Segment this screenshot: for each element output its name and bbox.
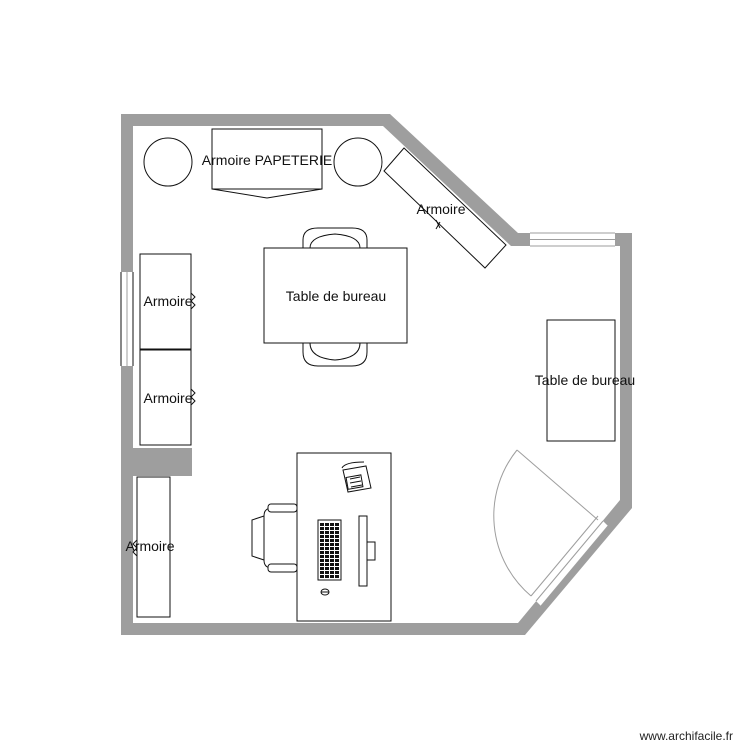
keyboard-key [325,543,329,546]
armoire-diagonal-label: Armoire [416,201,465,217]
keyboard-key [325,575,329,578]
keyboard-key [335,547,339,550]
keyboard-key [335,551,339,554]
keyboard-key [320,551,324,554]
keyboard-key [320,543,324,546]
keyboard-key [330,527,334,530]
keyboard-key [335,567,339,570]
keyboard-key [330,555,334,558]
monitor-icon [358,515,376,587]
window-left [120,272,134,366]
door [493,449,609,607]
armoire-diagonal: Armoire [383,147,507,269]
window-right [530,232,615,247]
keyboard-key [330,551,334,554]
keyboard-key [335,527,339,530]
keyboard-key [335,535,339,538]
keyboard-key [320,523,324,526]
keyboard-key [335,563,339,566]
keyboard-key [330,563,334,566]
keyboard-key [325,539,329,542]
chair-top [302,227,368,248]
keyboard-key [320,539,324,542]
keyboard-key [330,539,334,542]
keyboard-key [325,527,329,530]
keyboard-key [335,543,339,546]
keyboard-key [335,559,339,562]
office-chair [263,507,297,569]
walls [120,114,632,635]
mouse-icon [320,588,330,596]
keyboard-key [335,539,339,542]
armoire-left-mid: Armoire [139,349,196,446]
telephone-icon [341,461,372,493]
table-center-label: Table de bureau [286,288,386,304]
keyboard-key [330,575,334,578]
armoire-left-top-label: Armoire [143,293,192,309]
keyboard-key [335,555,339,558]
keyboard-key [320,555,324,558]
armoire-left-top: Armoire [139,253,196,350]
armoire-papeterie: Armoire PAPETERIE [202,128,332,199]
keyboard-key [335,523,339,526]
keyboard-key [330,571,334,574]
keyboard-key [335,575,339,578]
keyboard-key [325,551,329,554]
watermark: www.archifacile.fr [639,729,733,743]
armoire-left-bottom: Armoire [125,476,175,618]
keyboard-key [325,531,329,534]
armoire-left-mid-label: Armoire [143,390,192,406]
armoire-papeterie-label: Armoire PAPETERIE [202,152,332,168]
keyboard-key [330,567,334,570]
keyboard-key [320,535,324,538]
keyboard-key [325,547,329,550]
keyboard-icon [317,519,342,581]
chair-bottom [302,343,368,367]
wall-stub [133,448,192,476]
keyboard-key [320,547,324,550]
keyboard-key [330,559,334,562]
keyboard-key [325,535,329,538]
keyboard-key [320,527,324,530]
keyboard-key [320,575,324,578]
keyboard-key [320,567,324,570]
keyboard-key [325,567,329,570]
stool-top-right [333,137,383,187]
armoire-left-bottom-label: Armoire [125,538,174,554]
desk-bottom [251,452,392,622]
keyboard-key [335,571,339,574]
keyboard-key [320,563,324,566]
keyboard-key [330,531,334,534]
keyboard-key [325,523,329,526]
keyboard-key [330,523,334,526]
keyboard-key [320,559,324,562]
table-center: Table de bureau [263,227,408,367]
keyboard-key [320,571,324,574]
keyboard-key [335,531,339,534]
keyboard-key [325,555,329,558]
keyboard-key [330,535,334,538]
keyboard-key [320,531,324,534]
keyboard-key [325,563,329,566]
keyboard-key [325,571,329,574]
stool-top-left [143,137,193,187]
table-right: Table de bureau [535,319,635,442]
keyboard-key [330,547,334,550]
table-right-label: Table de bureau [535,372,635,388]
keyboard-key [325,559,329,562]
keyboard-key [330,543,334,546]
